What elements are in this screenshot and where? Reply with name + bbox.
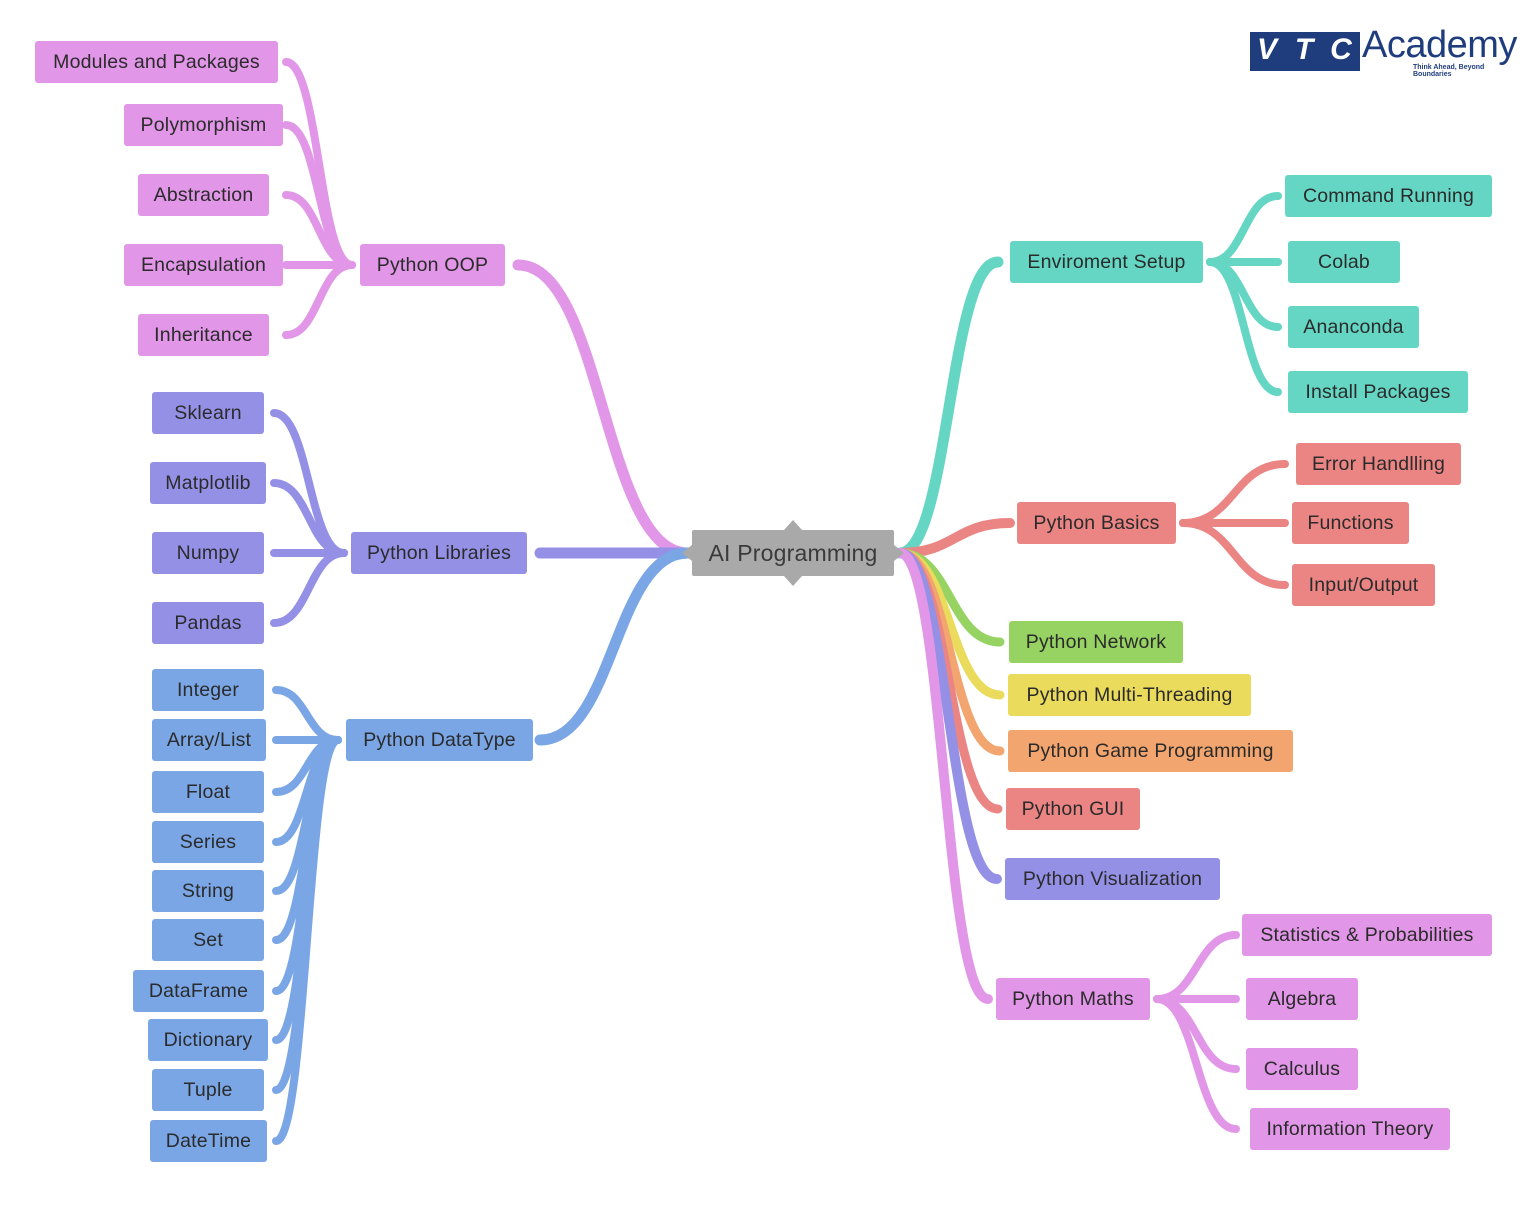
topic-enviroment-setup[interactable]: Enviroment Setup <box>1010 241 1203 283</box>
subtopic-sklearn[interactable]: Sklearn <box>152 392 264 434</box>
connector-datatype-child <box>272 736 342 1145</box>
subtopic-colab[interactable]: Colab <box>1288 241 1400 283</box>
subtopic-integer[interactable]: Integer <box>152 669 264 711</box>
connector-root-datatype <box>534 547 694 746</box>
connector-maths-child <box>1153 931 1240 1003</box>
subtopic-input-output[interactable]: Input/Output <box>1292 564 1435 606</box>
root-marker-bottom <box>784 576 802 586</box>
logo-letter: V <box>1256 33 1277 66</box>
topic-python-libraries[interactable]: Python Libraries <box>351 532 527 574</box>
subtopic-calculus[interactable]: Calculus <box>1246 1048 1358 1090</box>
subtopic-command-running[interactable]: Command Running <box>1285 175 1492 217</box>
subtopic-statistics-probabilities[interactable]: Statistics & Probabilities <box>1242 914 1492 956</box>
logo-tagline: Think Ahead, Beyond Boundaries <box>1413 64 1485 78</box>
subtopic-array-list[interactable]: Array/List <box>152 719 266 761</box>
connector-env-child <box>1206 258 1282 396</box>
topic-python-oop[interactable]: Python OOP <box>360 244 505 286</box>
subtopic-datetime[interactable]: DateTime <box>150 1120 267 1162</box>
subtopic-float[interactable]: Float <box>152 771 264 813</box>
subtopic-install-packages[interactable]: Install Packages <box>1288 371 1468 413</box>
subtopic-modules-and-packages[interactable]: Modules and Packages <box>35 41 278 83</box>
vtc-academy-logo: V T C Academy Think Ahead, Beyond Bounda… <box>1250 24 1517 78</box>
subtopic-ananconda[interactable]: Ananconda <box>1288 306 1419 348</box>
logo-letter: C <box>1330 33 1352 66</box>
connector-root-env <box>894 256 1004 559</box>
connector-maths-child <box>1153 995 1240 1133</box>
logo-word: Academy <box>1362 24 1517 66</box>
subtopic-set[interactable]: Set <box>152 919 264 961</box>
subtopic-dataframe[interactable]: DataFrame <box>133 970 264 1012</box>
subtopic-series[interactable]: Series <box>152 821 264 863</box>
root-topic[interactable]: AI Programming <box>692 530 894 576</box>
subtopic-matplotlib[interactable]: Matplotlib <box>150 462 266 504</box>
subtopic-information-theory[interactable]: Information Theory <box>1250 1108 1450 1150</box>
subtopic-algebra[interactable]: Algebra <box>1246 978 1358 1020</box>
connector-env-child <box>1206 192 1282 266</box>
subtopic-error-handling[interactable]: Error Handlling <box>1296 443 1461 485</box>
logo-letter: T <box>1294 33 1314 66</box>
subtopic-pandas[interactable]: Pandas <box>152 602 264 644</box>
root-marker-top <box>784 520 802 530</box>
subtopic-numpy[interactable]: Numpy <box>152 532 264 574</box>
connector-oop-child <box>282 261 356 339</box>
root-marker-left <box>682 545 692 561</box>
subtopic-string[interactable]: String <box>152 870 264 912</box>
root-marker-right <box>894 545 904 561</box>
connector-basics-child <box>1179 460 1289 527</box>
subtopic-dictionary[interactable]: Dictionary <box>148 1019 268 1061</box>
subtopic-functions[interactable]: Functions <box>1292 502 1409 544</box>
subtopic-inheritance[interactable]: Inheritance <box>138 314 269 356</box>
topic-python-datatype[interactable]: Python DataType <box>346 719 533 761</box>
topic-python-visualization[interactable]: Python Visualization <box>1005 858 1220 900</box>
subtopic-polymorphism[interactable]: Polymorphism <box>124 104 283 146</box>
connector-basics-child <box>1179 519 1289 589</box>
topic-python-basics[interactable]: Python Basics <box>1017 502 1176 544</box>
logo-tiles <box>1250 32 1360 71</box>
connector-datatype-child <box>272 686 342 744</box>
connector-root-maths <box>895 548 993 1004</box>
topic-python-gui[interactable]: Python GUI <box>1006 788 1140 830</box>
subtopic-abstraction[interactable]: Abstraction <box>138 174 269 216</box>
subtopic-encapsulation[interactable]: Encapsulation <box>124 244 283 286</box>
connector-root-oop <box>512 259 694 559</box>
subtopic-tuple[interactable]: Tuple <box>152 1069 264 1111</box>
topic-python-multi-threading[interactable]: Python Multi-Threading <box>1008 674 1251 716</box>
topic-python-game-programming[interactable]: Python Game Programming <box>1008 730 1293 772</box>
connector-libraries-child <box>270 549 348 627</box>
topic-python-maths[interactable]: Python Maths <box>996 978 1150 1020</box>
topic-python-network[interactable]: Python Network <box>1009 621 1183 663</box>
